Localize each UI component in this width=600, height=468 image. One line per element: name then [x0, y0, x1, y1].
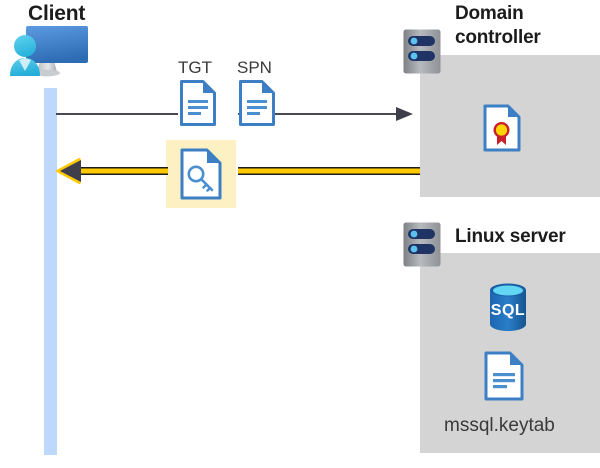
- text-document-icon: [239, 80, 275, 126]
- text-document-icon: [180, 80, 216, 126]
- domain-controller-title-line1: Domain: [455, 3, 524, 24]
- keytab-file-label: mssql.keytab: [444, 415, 555, 436]
- server-rack-icon: [403, 222, 441, 267]
- request-arrow: [56, 107, 413, 121]
- domain-controller-title-line2: controller: [455, 27, 541, 48]
- client-lifeline: [44, 88, 57, 455]
- spn-label: SPN: [237, 58, 272, 77]
- domain-controller-title: Domain controller: [455, 2, 595, 50]
- user-monitor-icon: [10, 26, 88, 77]
- client-title: Client: [28, 2, 86, 25]
- linux-server-title: Linux server: [455, 226, 566, 247]
- certificate-document-icon: [483, 104, 521, 152]
- response-arrow: [56, 158, 420, 184]
- tgt-label: TGT: [178, 58, 212, 77]
- server-rack-icon: [403, 29, 441, 74]
- text-document-icon: [484, 351, 524, 401]
- sql-database-label: SQL: [491, 302, 525, 319]
- key-document-icon: [180, 148, 222, 200]
- sql-database-icon: SQL: [490, 283, 526, 331]
